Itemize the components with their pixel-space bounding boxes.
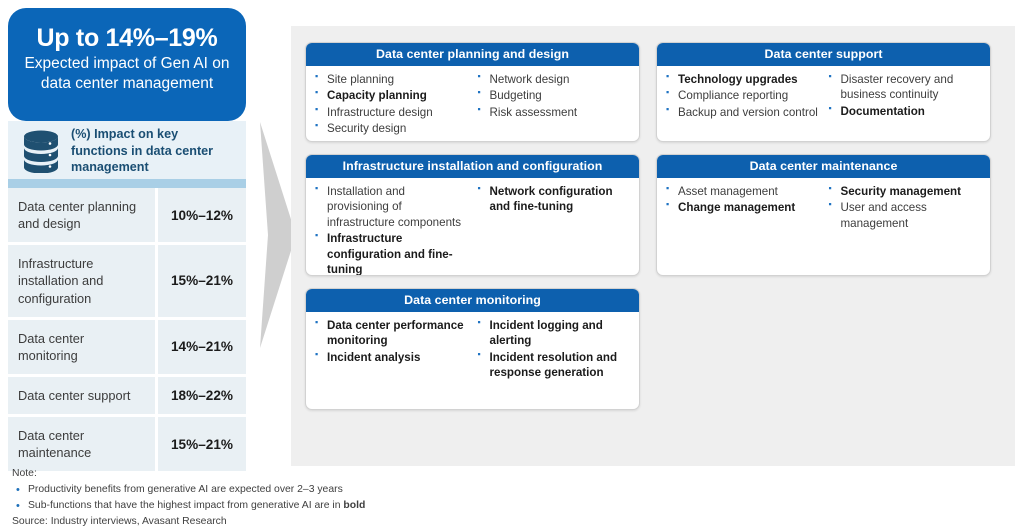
function-box-monitoring: Data center monitoring Data center perfo…: [305, 288, 640, 410]
table-row: Infrastructure installation and configur…: [8, 245, 246, 320]
function-box-column-1: Installation and provisioning of infrast…: [310, 183, 473, 275]
list-item: Technology upgrades: [663, 71, 820, 87]
list-item: Incident logging and alerting: [475, 317, 632, 349]
right-chevron-arrow-icon: [256, 122, 300, 348]
list-item: Disaster recovery and business continuit…: [826, 71, 983, 103]
table-cell-value: 15%–21%: [171, 273, 233, 289]
list-item: Security management: [826, 183, 983, 199]
functions-panel: Data center planning and design Site pla…: [291, 26, 1015, 466]
function-box-column-2: Disaster recovery and business continuit…: [824, 71, 987, 121]
table-row: Data center maintenance 15%–21%: [8, 417, 246, 475]
list-item: Incident resolution and response generat…: [475, 349, 632, 381]
list-item: Infrastructure configuration and fine-tu…: [312, 230, 469, 275]
function-box-support: Data center support Technology upgrades …: [656, 42, 991, 142]
source-line: Source: Industry interviews, Avasant Res…: [12, 516, 227, 528]
table-cell-value: 18%–22%: [171, 388, 233, 404]
table-cell-function: Infrastructure installation and configur…: [8, 245, 158, 317]
list-item: Risk assessment: [475, 104, 632, 120]
function-box-title: Data center monitoring: [306, 289, 639, 312]
function-box-column-1: Asset management Change management: [661, 183, 824, 232]
list-item: Change management: [663, 199, 820, 215]
function-box-title: Data center support: [657, 43, 990, 66]
function-box-column-2: Network configuration and fine-tuning: [473, 183, 636, 275]
function-box-column-1: Data center performance monitoring Incid…: [310, 317, 473, 382]
note-item: Sub-functions that have the highest impa…: [16, 498, 482, 515]
function-box-column-2: Network design Budgeting Risk assessment: [473, 71, 636, 138]
list-item: Incident analysis: [312, 349, 469, 365]
list-item: Backup and version control: [663, 104, 820, 120]
table-row: Data center monitoring 14%–21%: [8, 319, 246, 377]
table-cell-function: Data center support: [8, 376, 158, 415]
function-box-title: Data center planning and design: [306, 43, 639, 66]
function-box-title: Infrastructure installation and configur…: [306, 155, 639, 178]
footnotes: Note: Productivity benefits from generat…: [12, 466, 482, 530]
function-box-planning: Data center planning and design Site pla…: [305, 42, 640, 142]
function-box-column-2: Incident logging and alerting Incident r…: [473, 317, 636, 382]
left-column: Up to 14%–19% Expected impact of Gen AI …: [8, 8, 246, 475]
function-box-column-1: Site planning Capacity planning Infrastr…: [310, 71, 473, 138]
impact-table: Data center planning and design 10%–12% …: [8, 188, 246, 475]
list-item: Compliance reporting: [663, 87, 820, 103]
database-icon: [20, 129, 62, 174]
function-box-infrastructure: Infrastructure installation and configur…: [305, 154, 640, 276]
highlight-headline: Up to 14%–19%: [36, 24, 218, 52]
impact-table-header-rule: [8, 179, 246, 188]
table-cell-function: Data center planning and design: [8, 188, 158, 243]
list-item: User and access management: [826, 199, 983, 231]
list-item: Capacity planning: [312, 87, 469, 103]
list-item: Data center performance monitoring: [312, 317, 469, 349]
table-cell-function: Data center maintenance: [8, 417, 158, 472]
list-item: Network configuration and fine-tuning: [475, 183, 632, 215]
list-item: Documentation: [826, 103, 983, 119]
function-box-title: Data center maintenance: [657, 155, 990, 178]
table-row: Data center planning and design 10%–12%: [8, 188, 246, 246]
list-item: Site planning: [312, 71, 469, 87]
table-cell-value: 10%–12%: [171, 207, 233, 223]
impact-table-header-title: (%) Impact on key functions in data cent…: [71, 127, 214, 175]
function-box-maintenance: Data center maintenance Asset management…: [656, 154, 991, 276]
note-label: Note:: [12, 468, 37, 479]
table-cell-value: 15%–21%: [171, 436, 233, 452]
highlight-card: Up to 14%–19% Expected impact of Gen AI …: [8, 8, 246, 121]
table-cell-function: Data center monitoring: [8, 319, 158, 374]
list-item: Network design: [475, 71, 632, 87]
table-cell-value: 14%–21%: [171, 339, 233, 355]
function-box-column-2: Security management User and access mana…: [824, 183, 987, 232]
list-item: Installation and provisioning of infrast…: [312, 183, 469, 230]
impact-table-header: (%) Impact on key functions in data cent…: [8, 121, 246, 179]
highlight-subtitle: Expected impact of Gen AI on data center…: [24, 55, 230, 92]
note-item: Productivity benefits from generative AI…: [16, 482, 482, 499]
function-box-column-1: Technology upgrades Compliance reporting…: [661, 71, 824, 121]
list-item: Security design: [312, 120, 469, 136]
list-item: Asset management: [663, 183, 820, 199]
list-item: Budgeting: [475, 87, 632, 103]
list-item: Infrastructure design: [312, 104, 469, 120]
table-row: Data center support 18%–22%: [8, 376, 246, 418]
